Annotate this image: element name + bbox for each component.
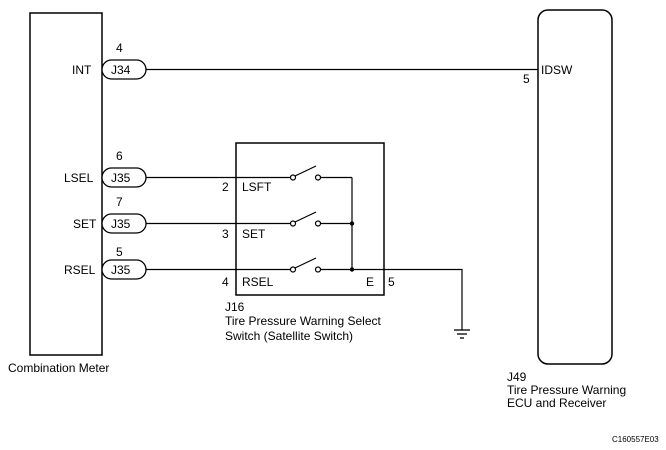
connector-j35-rsel-label: J35 xyxy=(111,263,131,277)
meter-pin-rsel-label: RSEL xyxy=(64,263,96,277)
connector-j35-lsel-label: J35 xyxy=(111,171,131,185)
switch-caption-line1: Tire Pressure Warning Select xyxy=(225,314,381,328)
switch-contact-rsel xyxy=(236,257,384,273)
switch-terminal-lsft-pin: 2 xyxy=(222,180,229,194)
meter-pin-int-label: INT xyxy=(72,63,92,77)
junction-dot-rsel xyxy=(349,267,355,272)
ecu-terminal-idsw-number: 5 xyxy=(523,72,530,86)
switch-terminal-rsel-name: RSEL xyxy=(242,275,274,289)
meter-pin-int-number: 4 xyxy=(116,41,123,55)
switch-caption-line2: Switch (Satellite Switch) xyxy=(225,329,353,343)
ecu-id-label: J49 xyxy=(507,370,527,384)
connector-j35-set-label: J35 xyxy=(111,217,131,231)
meter-pin-set-number: 7 xyxy=(116,195,123,209)
meter-pin-lsel-label: LSEL xyxy=(64,171,94,185)
switch-terminal-set-pin: 3 xyxy=(222,227,229,241)
ecu-box xyxy=(537,9,613,365)
ecu-terminal-idsw-label: IDSW xyxy=(541,63,573,77)
switch-terminal-lsft-name: LSFT xyxy=(242,180,272,194)
switch-contact-set xyxy=(236,211,352,227)
switch-terminal-set-name: SET xyxy=(242,227,266,241)
satellite-switch-box xyxy=(235,142,385,296)
combination-meter-box xyxy=(29,12,103,356)
meter-pin-lsel-number: 6 xyxy=(116,149,123,163)
combination-meter-label: Combination Meter xyxy=(8,361,109,375)
switch-contact-lsft xyxy=(236,165,352,181)
ecu-caption-line2: ECU and Receiver xyxy=(507,396,606,410)
switch-terminal-rsel-pin: 4 xyxy=(222,275,229,289)
figure-code: C160557E03 xyxy=(612,435,659,444)
connector-j34-label: J34 xyxy=(111,63,131,77)
switch-id-label: J16 xyxy=(225,300,245,314)
switch-terminal-e-name: E xyxy=(366,275,374,289)
ecu-caption-line1: Tire Pressure Warning xyxy=(507,383,626,397)
meter-pin-set-label: SET xyxy=(73,217,97,231)
switch-terminal-e-pin: 5 xyxy=(388,275,395,289)
junction-dot-set xyxy=(349,221,355,226)
wire-ground xyxy=(384,268,463,330)
meter-pin-rsel-number: 5 xyxy=(116,245,123,259)
ground-icon xyxy=(454,329,470,339)
